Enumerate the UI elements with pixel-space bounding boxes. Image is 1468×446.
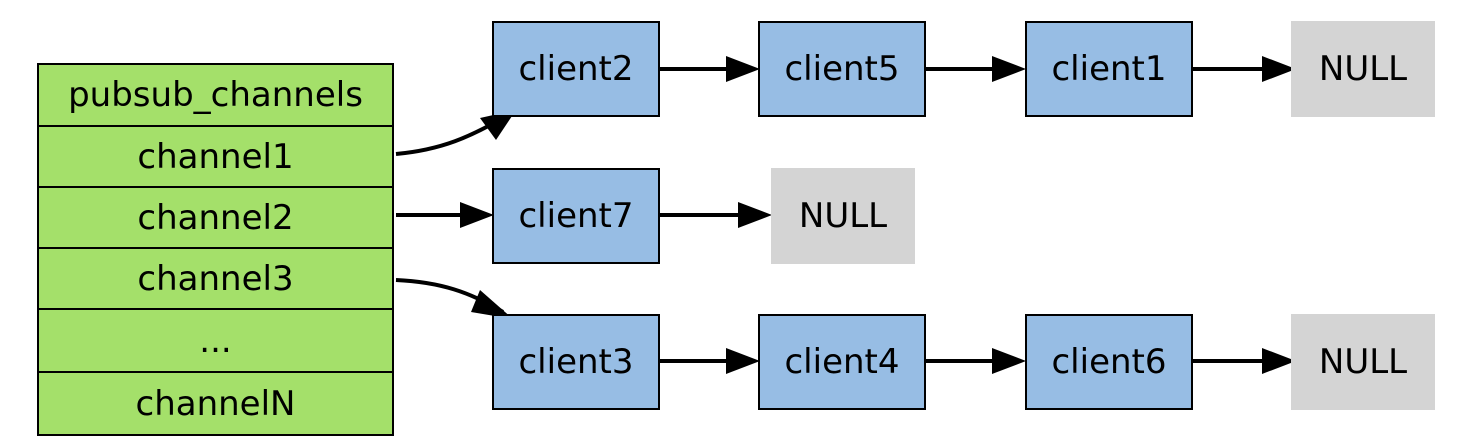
client-node: client3 <box>492 314 660 410</box>
arrow-channel1-to-client2 <box>395 110 515 156</box>
table-row-channel3: channel3 <box>39 249 392 310</box>
client-node: client6 <box>1025 314 1193 410</box>
table-header: pubsub_channels <box>39 65 392 127</box>
table-row-channel1: channel1 <box>39 127 392 188</box>
client-node: client7 <box>492 168 660 264</box>
arrowhead-icon <box>726 348 760 374</box>
client-node: client5 <box>758 21 926 117</box>
client-node: client2 <box>492 21 660 117</box>
table-row-channel2: channel2 <box>39 188 392 249</box>
arrowhead-icon <box>992 56 1026 82</box>
table-row-ellipsis: ... <box>39 310 392 373</box>
pubsub-channels-table: pubsub_channels channel1 channel2 channe… <box>37 63 394 436</box>
null-terminator: NULL <box>1291 21 1435 117</box>
arrowhead-icon <box>726 56 760 82</box>
arrowhead-icon <box>460 202 494 228</box>
null-terminator: NULL <box>771 168 915 264</box>
client-node: client1 <box>1025 21 1193 117</box>
table-row-channelN: channelN <box>135 383 296 424</box>
null-terminator: NULL <box>1291 314 1435 410</box>
arrow-channel3-to-client3 <box>395 278 505 314</box>
arrowhead-icon <box>738 202 772 228</box>
arrowhead-icon <box>992 348 1026 374</box>
client-node: client4 <box>758 314 926 410</box>
